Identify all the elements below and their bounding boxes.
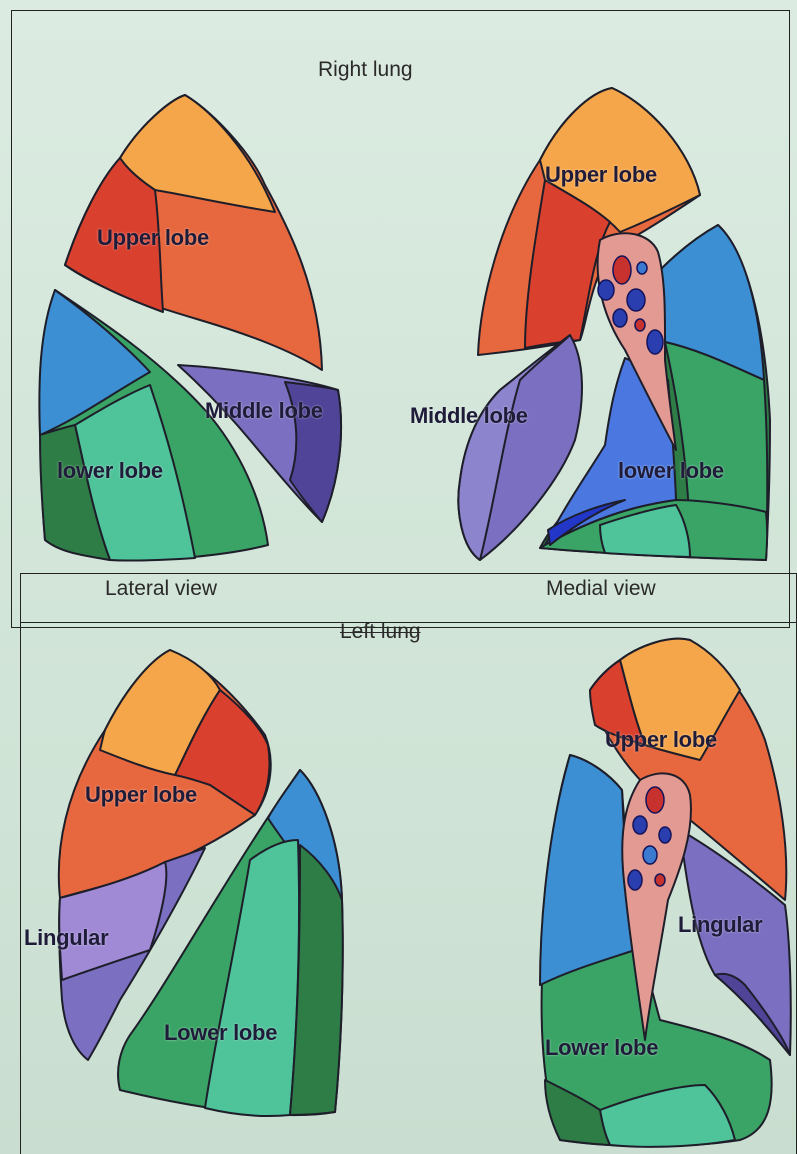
- right-lateral-upper-lobe-label: Upper lobe: [97, 225, 209, 251]
- right-lateral-middle-lobe-label: Middle lobe: [205, 398, 323, 424]
- left-lung-lateral: [59, 650, 343, 1116]
- left-lateral-upper-lobe-label: Upper lobe: [85, 782, 197, 808]
- left-lung-medial: [540, 639, 791, 1147]
- left-lateral-lingular-label: Lingular: [24, 925, 108, 951]
- left-medial-lower-lobe-label: Lower lobe: [545, 1035, 658, 1061]
- lateral-view-caption: Lateral view: [105, 577, 217, 601]
- right-lateral-lower-lobe-label: lower lobe: [57, 458, 163, 484]
- left-lung-title: Left lung: [340, 620, 421, 644]
- right-lung-lateral: [39, 95, 341, 560]
- right-lung-medial: [458, 88, 770, 560]
- right-medial-upper-lobe-label: Upper lobe: [545, 162, 657, 188]
- right-medial-lower-lobe-label: lower lobe: [618, 458, 724, 484]
- left-medial-lingular-label: Lingular: [678, 912, 762, 938]
- medial-view-caption: Medial view: [546, 577, 656, 601]
- ll-med-lower-blue: [540, 755, 635, 985]
- right-lung-title: Right lung: [318, 58, 413, 82]
- left-lateral-lower-lobe-label: Lower lobe: [164, 1020, 277, 1046]
- right-medial-middle-lobe-label: Middle lobe: [410, 403, 528, 429]
- left-medial-upper-lobe-label: Upper lobe: [605, 727, 717, 753]
